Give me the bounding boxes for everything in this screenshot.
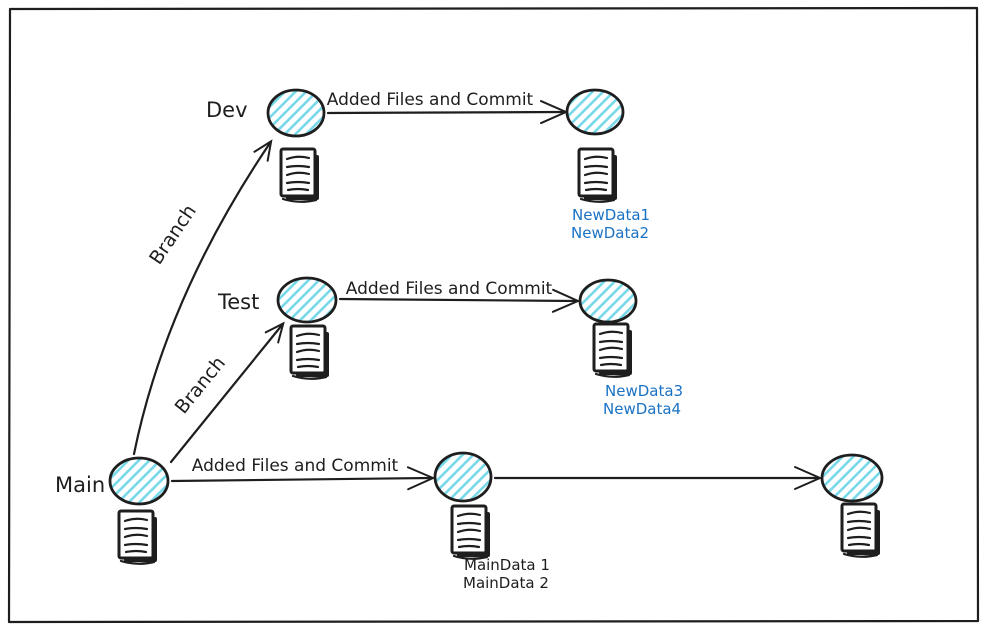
document-stack-icon [840, 502, 882, 559]
edge-branch-main-to-test [169, 321, 285, 464]
edge-label-dev-commit: Added Files and Commit [327, 90, 534, 110]
document-stack-icon [289, 324, 331, 381]
data-label-newdata3: NewData3 [605, 382, 683, 400]
document-stack-icon [279, 147, 321, 204]
commit-node-main-1 [108, 456, 170, 506]
data-label-maindata2: MainData 2 [463, 574, 549, 592]
diagram-border [7, 6, 980, 624]
edge-label-test-commit: Added Files and Commit [346, 279, 553, 299]
document-stack-icon [117, 509, 159, 566]
data-label-maindata1: MainData 1 [464, 556, 550, 574]
edge-main-commit-arrow [170, 466, 436, 491]
commit-node-dev-1 [266, 88, 326, 138]
document-stack-icon [592, 322, 634, 379]
document-stack-icon [450, 504, 492, 561]
branch-label-dev: Dev [206, 98, 248, 122]
commit-node-dev-2 [565, 88, 625, 136]
branch-label-main: Main [55, 473, 105, 497]
commit-node-main-3 [820, 453, 884, 503]
commit-node-test-2 [578, 278, 638, 324]
data-label-newdata4: NewData4 [603, 400, 681, 418]
document-stack-icon [577, 147, 619, 204]
data-label-newdata1: NewData1 [572, 206, 650, 224]
edge-label-main-commit: Added Files and Commit [192, 456, 399, 476]
commit-node-main-2 [433, 451, 493, 503]
edge-test-commit-arrow [338, 288, 581, 313]
edge-dev-commit-arrow [326, 100, 569, 125]
commit-node-test-1 [276, 276, 338, 324]
branch-label-test: Test [217, 290, 259, 314]
edge-label-branch-to-test: Branch [171, 352, 230, 418]
data-label-newdata2: NewData2 [571, 224, 649, 242]
edge-label-branch-to-dev: Branch [145, 201, 201, 269]
edge-branch-main-to-dev [132, 139, 273, 456]
